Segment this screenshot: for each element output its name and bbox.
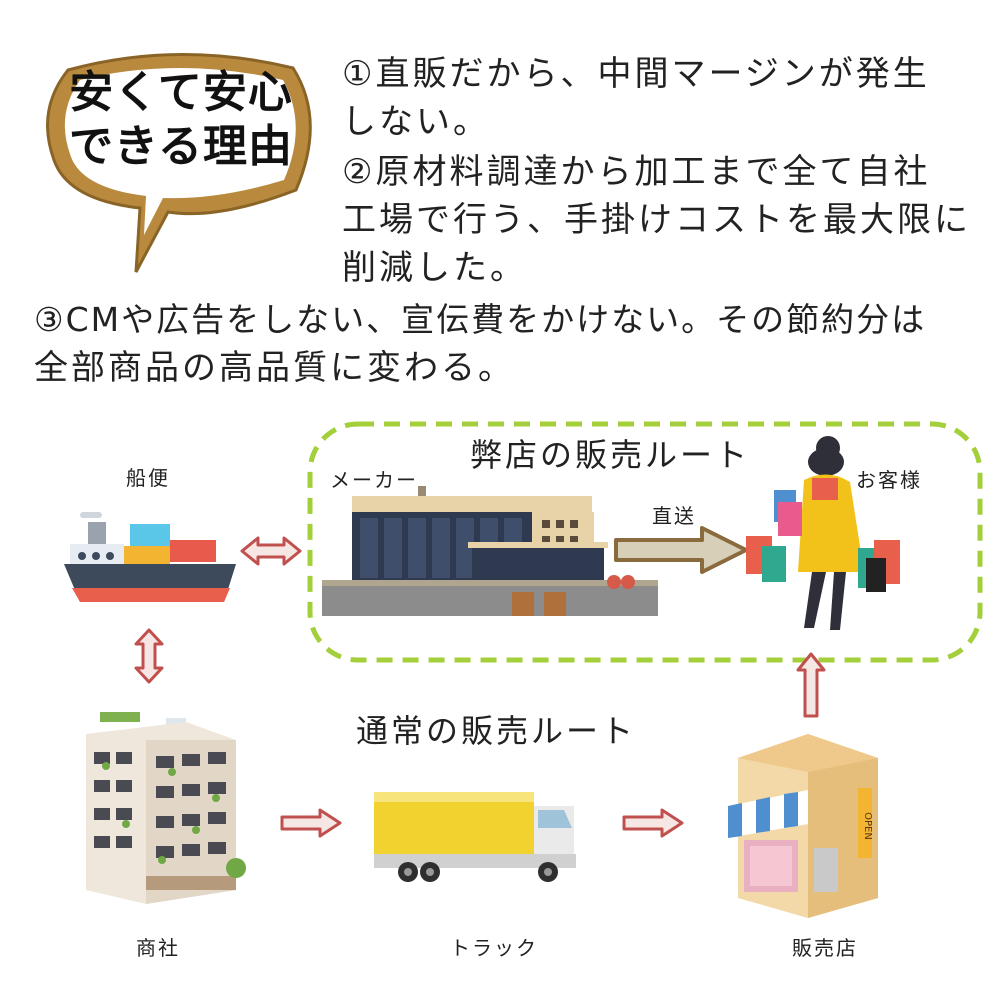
ship-trading-arrow-icon	[134, 628, 164, 684]
reason-2-line3: 削減した。	[342, 248, 527, 288]
reason-1-line1: ①直販だから、中間マージンが発生	[342, 54, 930, 94]
truck-label: トラック	[450, 936, 538, 960]
store-label: 販売店	[792, 936, 858, 960]
our-route-title: 弊店の販売ルート	[470, 436, 751, 474]
badge-title-line2: できる理由	[68, 121, 294, 172]
factory-icon	[322, 486, 658, 616]
maker-label: メーカー	[330, 468, 418, 492]
speech-bubble-badge	[46, 53, 312, 273]
ship-label: 船便	[126, 466, 170, 490]
normal-route-title: 通常の販売ルート	[356, 712, 637, 750]
our-route-box	[307, 421, 983, 663]
store-sign: OPEN	[862, 812, 873, 840]
truck-store-arrow-icon	[622, 808, 684, 838]
ship-icon	[64, 512, 236, 602]
badge-title-line1: 安くて安心	[69, 67, 293, 118]
reason-1-line2: しない。	[342, 102, 490, 142]
store-customer-arrow-icon	[796, 652, 826, 718]
customer-icon	[746, 436, 900, 630]
trading-company-building-icon	[86, 712, 246, 904]
reason-3-line2: 全部商品の高品質に変わる。	[34, 348, 515, 388]
trading-truck-arrow-icon	[280, 808, 342, 838]
reason-2-line1: ②原材料調達から加工まで全て自社	[342, 152, 931, 192]
direct-arrow-icon	[614, 526, 748, 574]
ship-factory-arrow-icon	[240, 536, 302, 566]
store-icon: OPEN	[728, 734, 878, 918]
direct-label: 直送	[652, 504, 696, 528]
reason-2-line2: 工場で行う、手掛けコストを最大限に	[342, 200, 971, 240]
reason-3-line1: ③CMや広告をしない、宣伝費をかけない。その節約分は	[34, 300, 927, 339]
customer-label: お客様	[856, 468, 922, 492]
truck-icon	[374, 792, 576, 882]
trading-company-label: 商社	[136, 936, 180, 960]
